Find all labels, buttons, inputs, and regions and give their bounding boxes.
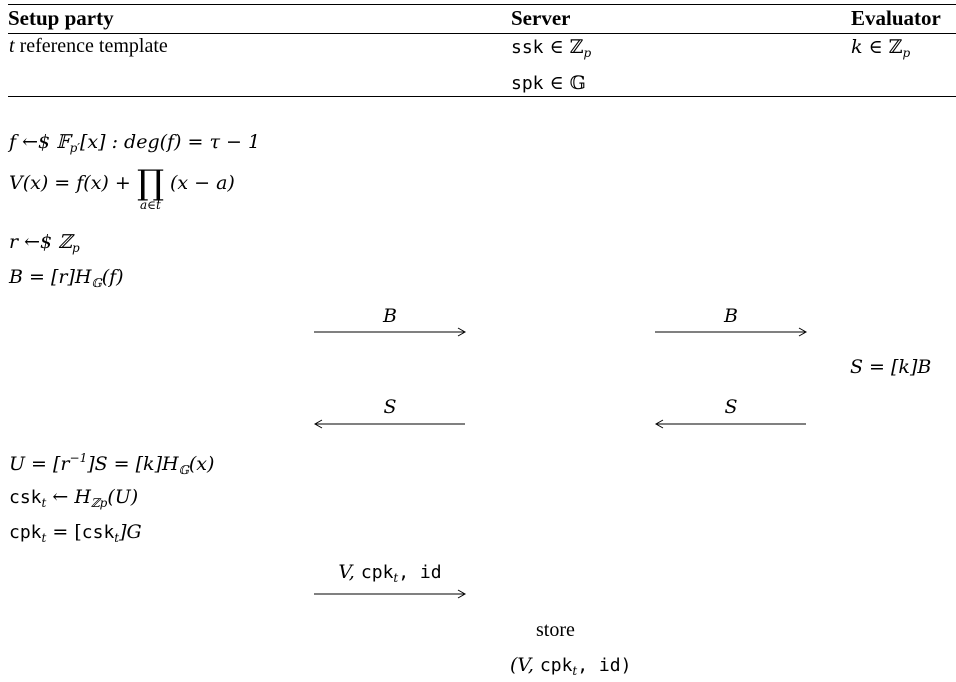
step1-sub: p′	[69, 141, 81, 155]
step2-rhs: (x − a)	[169, 172, 235, 194]
evaluator-k: k ∈ ℤp	[851, 36, 910, 60]
tuple-close: , id)	[577, 655, 632, 676]
step-derive-cpk: cpkt = [cskt]G	[9, 521, 142, 545]
step4-sub: 𝔾	[91, 276, 102, 290]
arrow-right-final	[314, 589, 467, 599]
csk-sub: t	[41, 496, 47, 510]
header-setup-party: Setup party	[8, 6, 114, 30]
top-rule	[8, 4, 956, 5]
u-sup: −1	[69, 451, 88, 465]
final-cpk-sub: t	[393, 571, 399, 585]
setup-input: t reference template	[9, 35, 168, 58]
step1-text: f ←$ 𝔽	[9, 131, 70, 153]
ssk-text: ssk	[511, 37, 544, 58]
server-ssk: ssk ∈ ℤp	[511, 36, 591, 60]
arrow-left-s-1	[313, 419, 466, 429]
inputs-rule	[8, 96, 956, 97]
csk-end: (U)	[107, 486, 139, 508]
product-symbol: ∏	[136, 163, 164, 203]
ssk-rel: ∈ ℤ	[549, 36, 584, 58]
server-store-word: store	[536, 619, 575, 641]
server-spk: spk ∈ 𝔾	[511, 72, 586, 94]
evaluator-compute-s: S = [k]B	[850, 356, 932, 378]
cpk-sub: t	[41, 531, 47, 545]
final-id: , id	[398, 562, 442, 583]
step4-text: B = [r]H	[9, 266, 92, 288]
header-server: Server	[511, 6, 571, 30]
setup-desc: reference template	[19, 35, 168, 57]
spk-text: spk	[511, 73, 544, 94]
cpk-eq: = [	[52, 521, 82, 543]
msg-final-label: V, cpkt, id	[314, 561, 466, 585]
final-cpk: cpk	[360, 562, 394, 583]
tuple-cpk-sub: t	[572, 664, 578, 678]
k-sub: p	[902, 46, 911, 60]
cpk-end: ]G	[119, 521, 142, 543]
k-rel: ∈ ℤ	[868, 36, 903, 58]
server-store-tuple: (V, cpkt, id)	[510, 654, 631, 678]
ssk-sub: p	[583, 46, 592, 60]
arrow-right-b-2	[655, 327, 808, 337]
tuple-cpk: cpk	[539, 655, 573, 676]
k-text: k	[851, 36, 863, 58]
step-define-v: V(x) = f(x) + ∏ a∈t (x − a)	[9, 166, 235, 222]
msg-b-label-2: B	[724, 305, 738, 327]
header-evaluator: Evaluator	[851, 6, 941, 30]
header-rule	[8, 33, 956, 34]
csk-rest: ← H	[52, 486, 91, 508]
msg-s-label-2: S	[724, 396, 738, 418]
csk-hsub: ℤp	[90, 496, 108, 510]
step-derive-csk: cskt ← Hℤp(U)	[9, 486, 138, 510]
msg-s-label-1: S	[383, 396, 397, 418]
step-blind-b: B = [r]H𝔾(f)	[9, 266, 124, 290]
step1-rest: [x] : deg(f) = τ − 1	[80, 131, 261, 153]
step3-text: r ←$ ℤ	[9, 231, 73, 253]
step3-sub: p	[72, 241, 80, 255]
spk-rel: ∈ 𝔾	[549, 72, 586, 94]
cpk-csk-sub: t	[114, 531, 120, 545]
u-lhs: U = [r	[9, 453, 70, 475]
final-v: V,	[338, 561, 355, 583]
msg-b-label-1: B	[383, 305, 397, 327]
tuple-open: (V,	[510, 654, 534, 676]
csk-text: csk	[9, 487, 42, 508]
cpk-text: cpk	[9, 522, 42, 543]
setup-t: t	[9, 35, 15, 57]
cpk-csk: csk	[81, 522, 115, 543]
u-rest: ]S = [k]H	[87, 453, 179, 475]
step-sample-f: f ←$ 𝔽p′[x] : deg(f) = τ − 1	[9, 131, 260, 155]
product-sub: a∈t	[139, 198, 161, 212]
u-sub: 𝔾	[178, 463, 189, 477]
u-end: (x)	[188, 453, 215, 475]
step4-rest: (f)	[101, 266, 124, 288]
step-unblind-u: U = [r−1]S = [k]H𝔾(x)	[9, 451, 214, 477]
step2-lhs: V(x) = f(x) +	[9, 172, 131, 194]
arrow-right-b-1	[314, 327, 467, 337]
arrow-left-s-2	[654, 419, 807, 429]
step-sample-r: r ←$ ℤp	[9, 231, 80, 255]
